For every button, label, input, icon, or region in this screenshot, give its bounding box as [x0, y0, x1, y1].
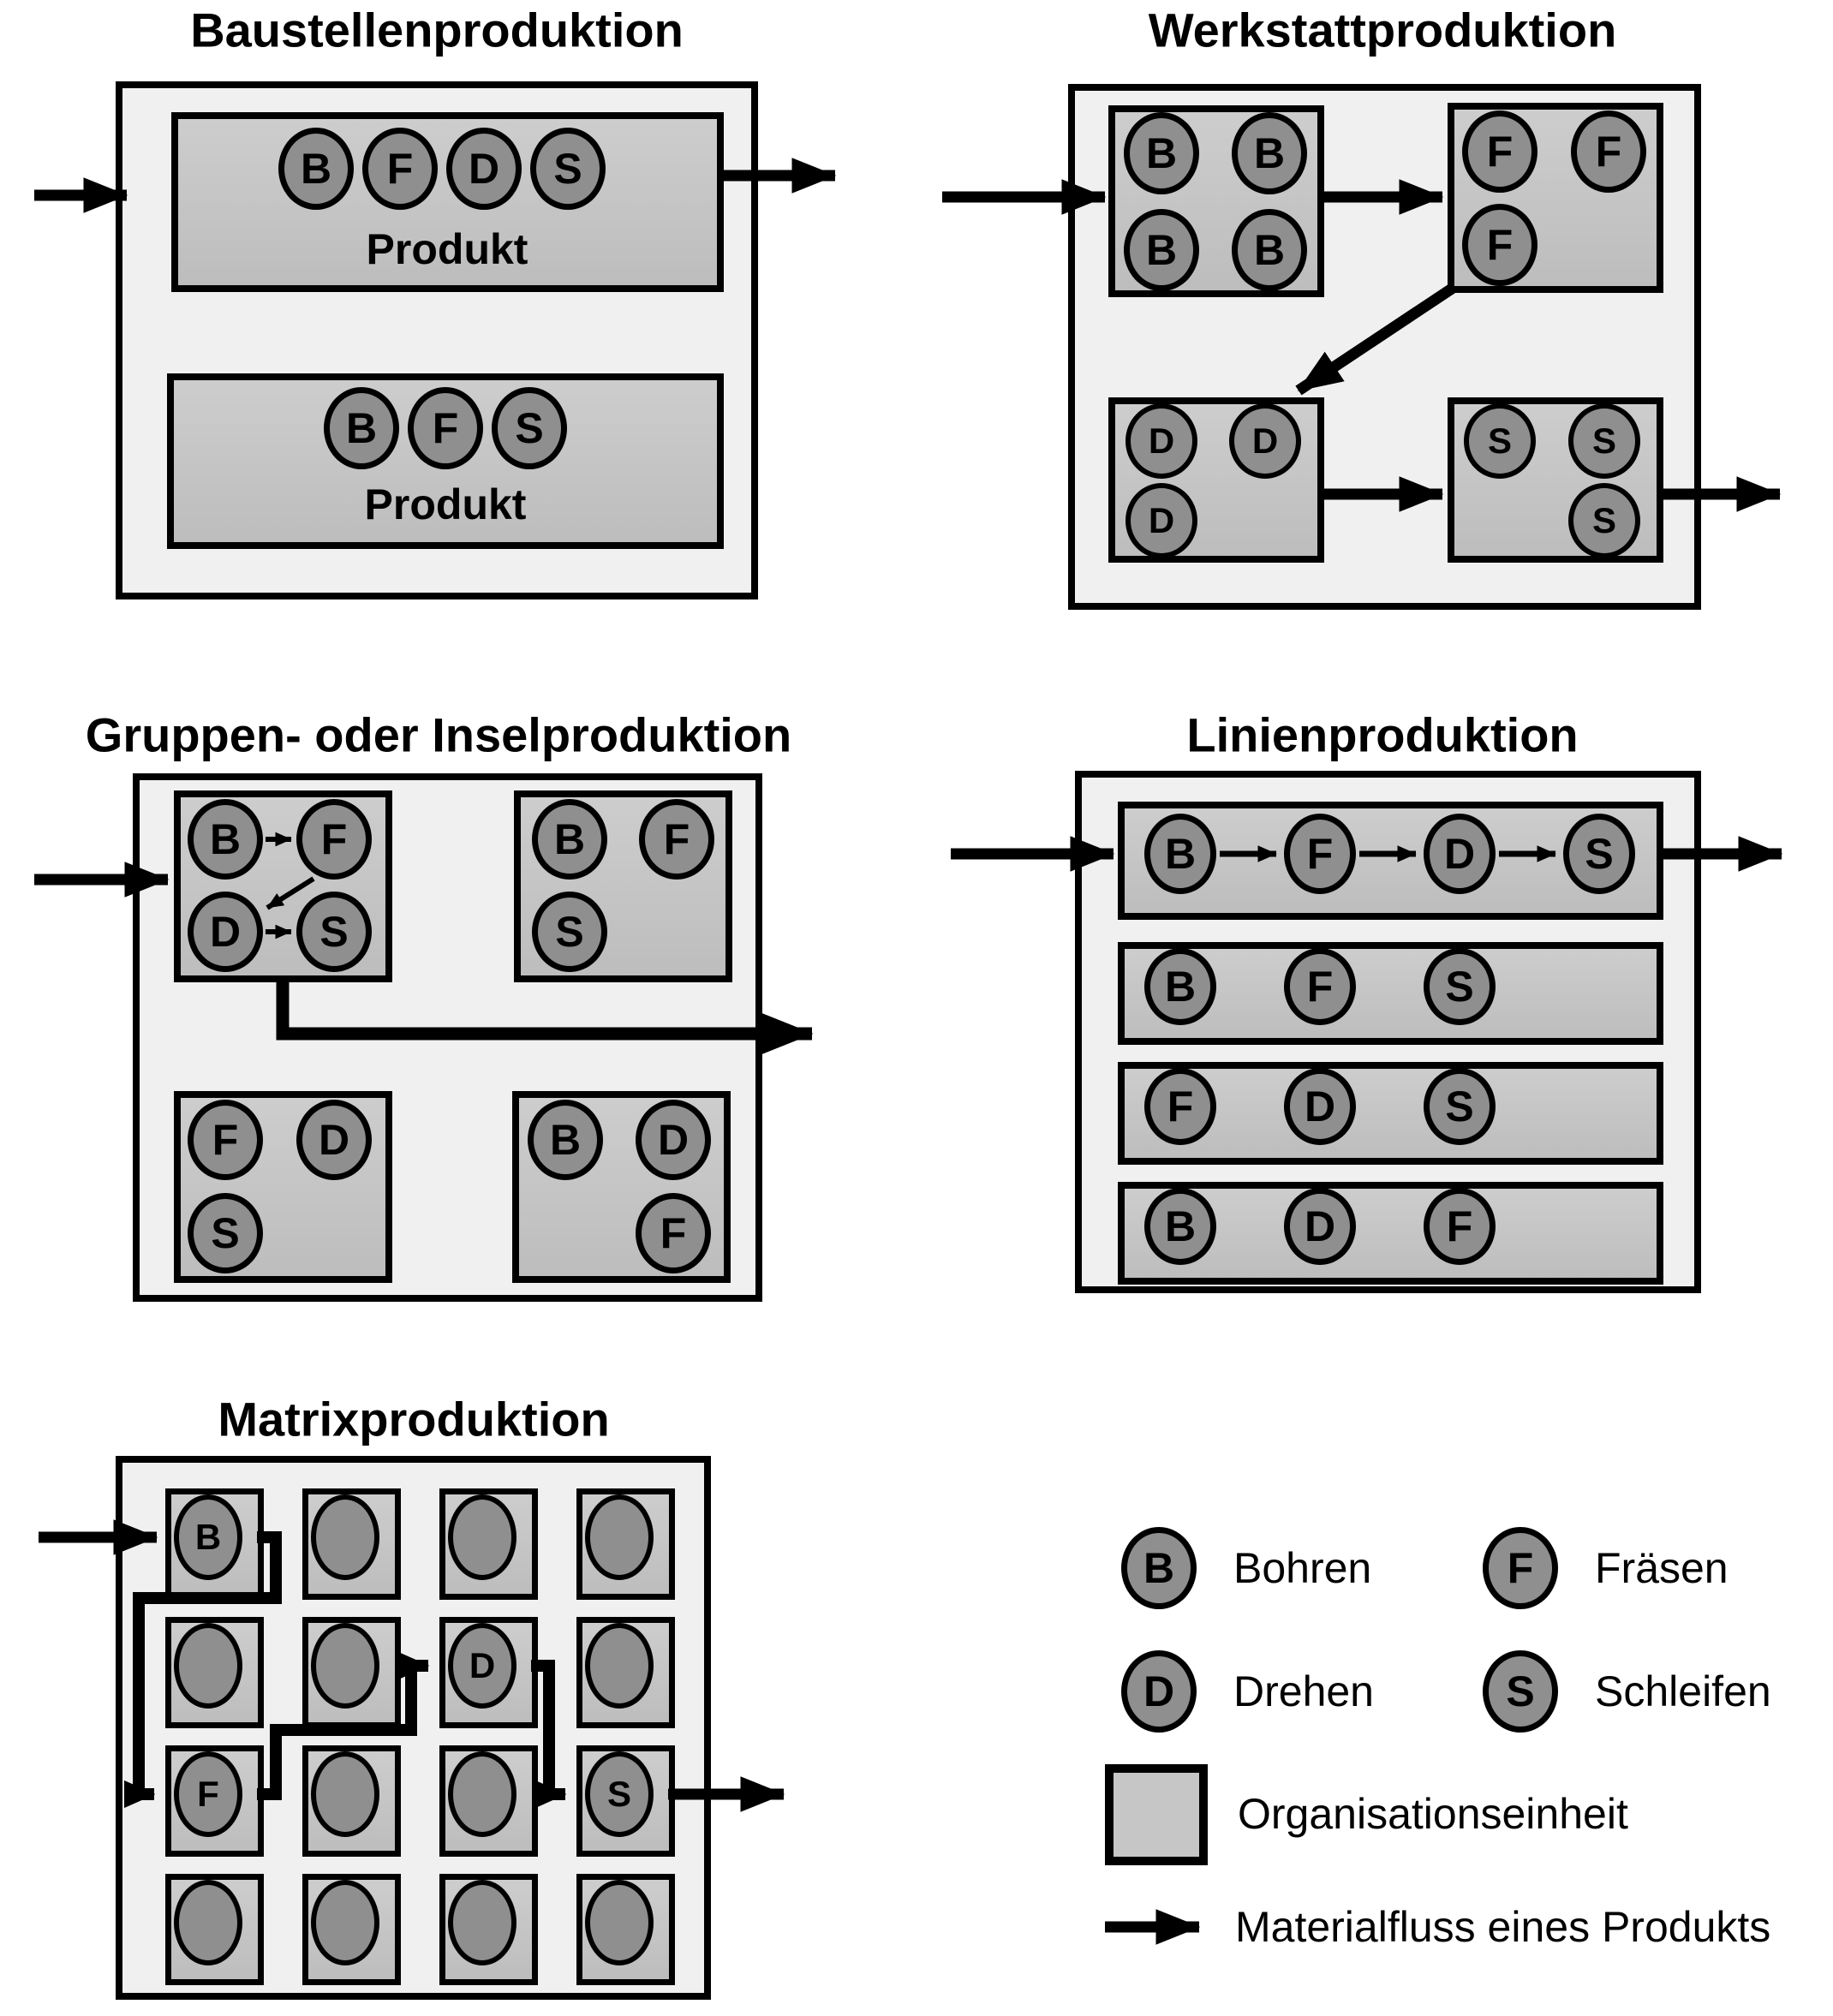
- machine-circle: B: [1144, 948, 1216, 1025]
- machine-circle: B: [1232, 209, 1307, 291]
- werkstatt-title: Werkstattproduktion: [1148, 3, 1617, 57]
- machine-circle: F: [188, 1100, 263, 1180]
- product-label: Produkt: [364, 480, 527, 528]
- legend-orgunit-swatch: [1105, 1764, 1208, 1865]
- machine-circle: F: [1284, 814, 1356, 894]
- machine-circle: [311, 1880, 379, 1965]
- machine-circle: B: [1144, 814, 1216, 894]
- legend-machine-circle: F: [1483, 1527, 1558, 1609]
- legend-machine-circle: S: [1483, 1650, 1558, 1733]
- machine-circle: S: [188, 1193, 263, 1273]
- machine-circle: D: [1284, 1188, 1356, 1265]
- machine-circle: [448, 1494, 516, 1580]
- machine-circle: B: [188, 799, 263, 880]
- machine-circle: F: [296, 799, 372, 880]
- machine-circle: S: [1424, 1068, 1496, 1145]
- machine-circle: [448, 1880, 516, 1965]
- machine-circle: B: [1232, 112, 1307, 194]
- machine-circle: F: [1284, 948, 1356, 1025]
- machine-circle: F: [408, 387, 483, 469]
- machine-circle: S: [492, 387, 567, 469]
- machine-circle: B: [528, 1100, 603, 1180]
- machine-circle: F: [1144, 1068, 1216, 1145]
- legend-label-materialflow: Materialfluss eines Produkts: [1235, 1903, 1771, 1951]
- product-label: Produkt: [366, 225, 528, 273]
- machine-circle: S: [1424, 948, 1496, 1025]
- legend-machine-circle: D: [1121, 1650, 1197, 1733]
- machine-circle: S: [296, 892, 372, 972]
- machine-circle: B: [1144, 1188, 1216, 1265]
- machine-circle: D: [188, 892, 263, 972]
- machine-circle: [448, 1751, 516, 1837]
- machine-circle: [174, 1623, 242, 1709]
- machine-circle: D: [446, 128, 522, 210]
- machine-circle: B: [278, 128, 354, 210]
- legend-label-fraesen: Fräsen: [1595, 1544, 1729, 1592]
- machine-circle: D: [636, 1100, 711, 1180]
- machine-circle: F: [636, 1193, 711, 1273]
- machine-circle: S: [1568, 483, 1640, 558]
- legend-machine-circle: B: [1121, 1527, 1197, 1609]
- machine-circle: B: [1124, 112, 1199, 194]
- machine-circle: [585, 1623, 654, 1709]
- machine-circle: D: [1284, 1068, 1356, 1145]
- linien-title: Linienproduktion: [1186, 707, 1579, 762]
- machine-circle: B: [174, 1494, 242, 1580]
- machine-circle: D: [1229, 403, 1301, 479]
- legend-label-bohren: Bohren: [1233, 1544, 1372, 1592]
- machine-circle: D: [296, 1100, 372, 1180]
- gruppen-title: Gruppen- oder Inselproduktion: [85, 707, 792, 762]
- machine-circle: [311, 1751, 379, 1837]
- baustellen-product-box-1: [171, 112, 724, 292]
- legend-label-orgunit: Organisationseinheit: [1238, 1790, 1628, 1838]
- machine-circle: S: [1464, 403, 1536, 479]
- machine-circle: [585, 1880, 654, 1965]
- machine-circle: [311, 1623, 379, 1709]
- machine-circle: F: [1571, 110, 1646, 193]
- machine-circle: [585, 1494, 654, 1580]
- machine-circle: F: [1462, 110, 1537, 193]
- machine-circle: F: [362, 128, 438, 210]
- legend-label-schleifen: Schleifen: [1595, 1667, 1771, 1715]
- machine-circle: S: [532, 892, 607, 972]
- machine-circle: D: [448, 1623, 516, 1709]
- matrix-title: Matrixproduktion: [218, 1392, 610, 1446]
- machine-circle: D: [1424, 814, 1496, 894]
- legend-label-drehen: Drehen: [1233, 1667, 1374, 1715]
- machine-circle: [311, 1494, 379, 1580]
- machine-circle: [174, 1880, 242, 1965]
- machine-circle: B: [1124, 209, 1199, 291]
- baustellen-title: Baustellenproduktion: [190, 3, 684, 57]
- machine-circle: F: [639, 799, 714, 880]
- machine-circle: B: [324, 387, 399, 469]
- machine-circle: D: [1125, 403, 1197, 479]
- machine-circle: S: [1568, 403, 1640, 479]
- machine-circle: S: [530, 128, 606, 210]
- machine-circle: F: [174, 1751, 242, 1837]
- machine-circle: D: [1125, 483, 1197, 558]
- machine-circle: B: [532, 799, 607, 880]
- machine-circle: S: [585, 1751, 654, 1837]
- machine-circle: F: [1462, 204, 1537, 286]
- machine-circle: S: [1563, 814, 1635, 894]
- machine-circle: F: [1424, 1188, 1496, 1265]
